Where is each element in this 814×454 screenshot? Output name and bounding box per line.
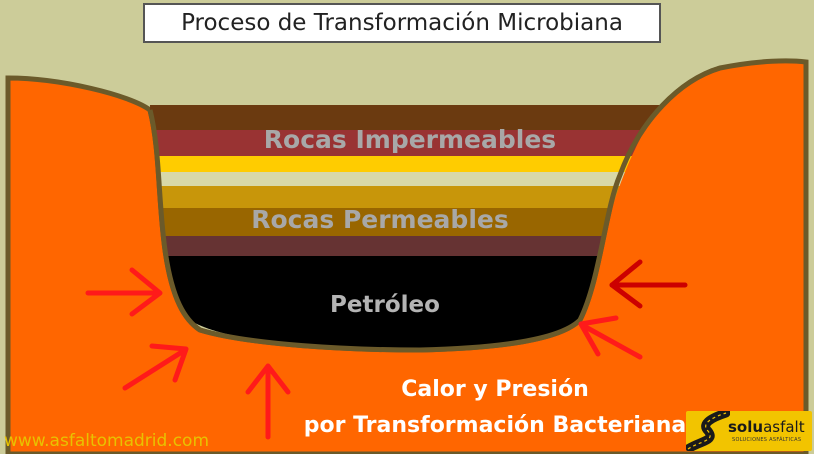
layer-wine — [150, 236, 660, 256]
pressure-arrow-icon — [85, 267, 163, 317]
diagram-title: Proceso de Transformación Microbiana — [143, 3, 661, 43]
label-calor-line1: Calor y Presión — [401, 377, 589, 402]
layer-maroon — [150, 130, 660, 156]
watermark-url: www.asfaltomadrid.com — [4, 431, 210, 451]
road-icon — [686, 411, 730, 451]
basin-outline — [147, 65, 721, 353]
pressure-arrows — [85, 259, 688, 440]
layer-tan — [150, 172, 660, 186]
layer-ochre — [150, 208, 660, 236]
pressure-arrow-icon — [122, 343, 189, 391]
logo-tagline: SOLUCIONES ASFÁLTICAS — [732, 437, 802, 443]
label-rocas-impermeables: Rocas Impermeables — [263, 125, 557, 154]
label-calor-presion: Calor y Presión por Transformación Bacte… — [290, 372, 700, 444]
label-rocas-permeables: Rocas Permeables — [251, 205, 509, 234]
pressure-arrow-icon — [578, 315, 643, 360]
brand-logo: soluasfalt SOLUCIONES ASFÁLTICAS — [686, 411, 812, 451]
pressure-arrow-icon — [609, 259, 688, 309]
pressure-arrow-icon — [245, 363, 291, 440]
logo-wordmark: soluasfalt — [728, 418, 805, 436]
label-calor-line2: por Transformación Bacteriana — [303, 413, 687, 438]
label-petroleo: Petróleo — [330, 292, 440, 318]
layer-dark-brown — [150, 105, 660, 130]
layer-yellow — [150, 156, 660, 172]
layer-tan-gold — [150, 186, 660, 208]
